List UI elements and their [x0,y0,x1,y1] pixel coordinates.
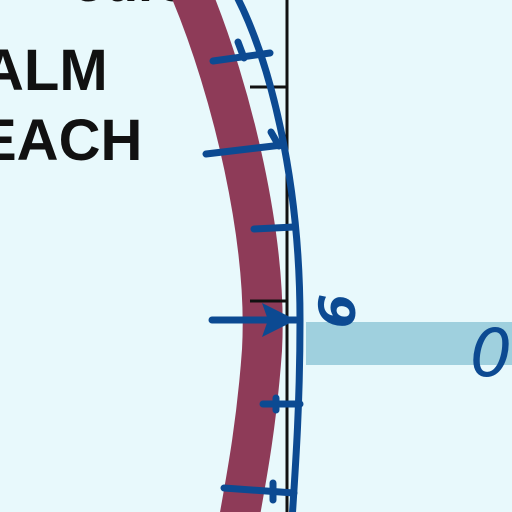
scale-arc [234,0,304,512]
location-label-line2: EACH [0,108,143,173]
course-label-partial: ourse [72,0,219,10]
pointer-bar [306,322,512,365]
scale-tick [250,223,298,233]
scale-tick [202,141,286,158]
scale-tick [267,128,283,150]
arc-band [172,0,283,512]
scale-arrowhead [262,303,296,337]
scale-ticks [202,38,304,504]
scale-tick [220,484,298,497]
pointer-reading: 0 [470,315,512,392]
scale-number-6: 6 [309,294,367,329]
scale-tick [234,38,248,62]
location-label-line1: ALM [0,38,108,103]
